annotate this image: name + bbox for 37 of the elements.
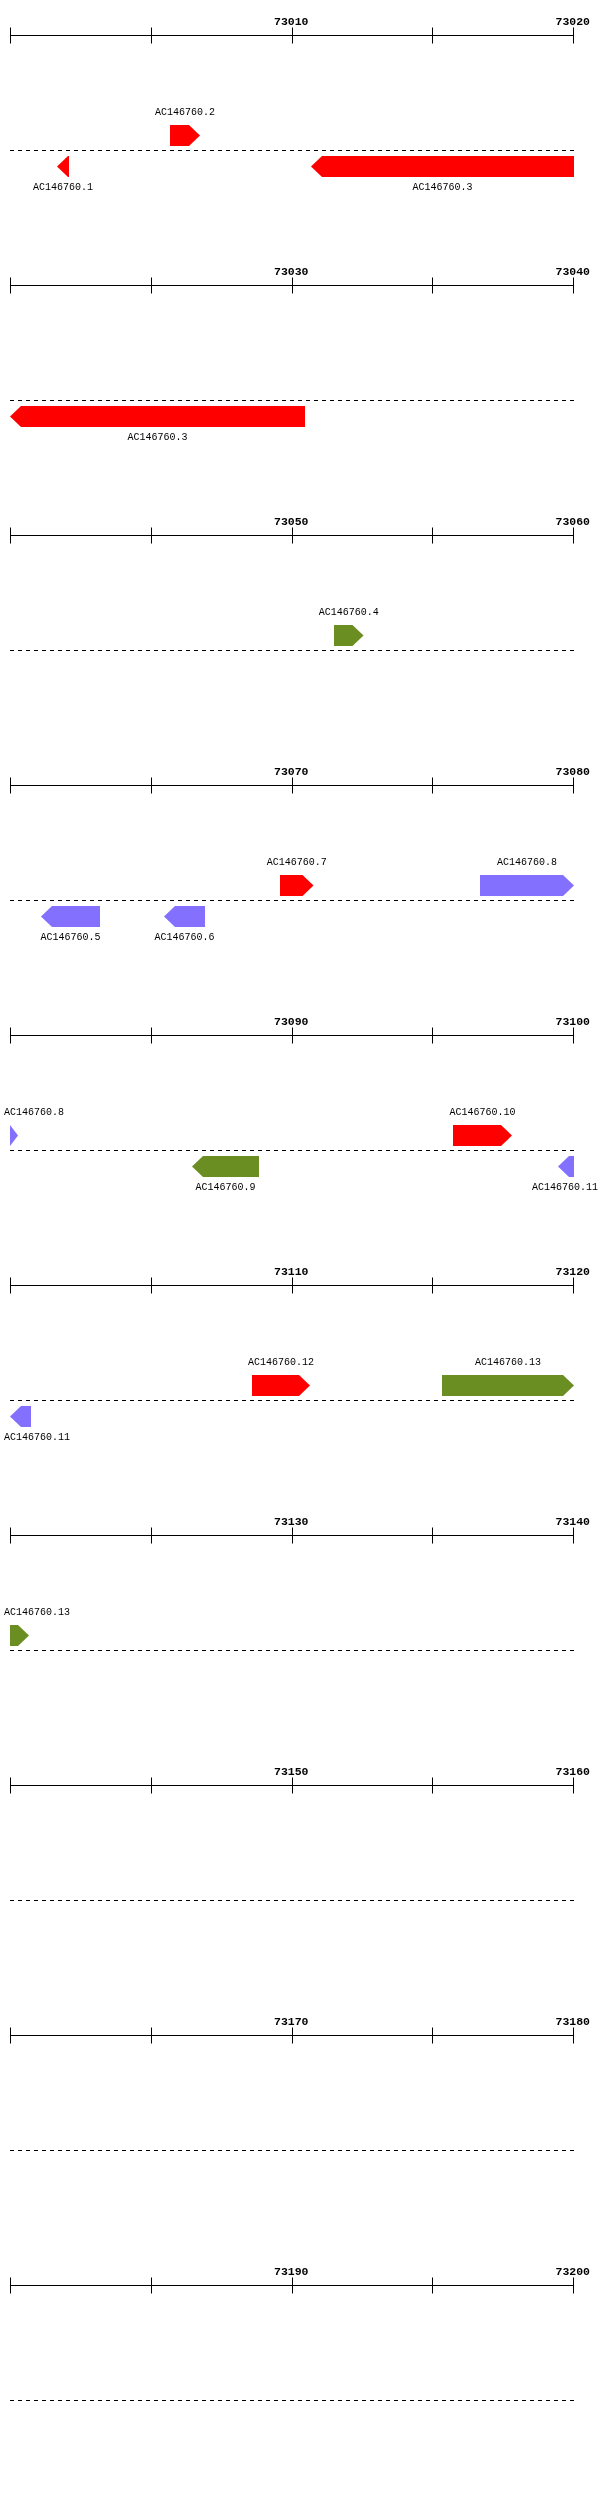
- gene-label: AC146760.12: [248, 1357, 314, 1369]
- scale-label: 73160: [555, 1766, 590, 1778]
- gene-label: AC146760.1: [33, 182, 93, 194]
- scale-label: 73080: [555, 766, 590, 778]
- scale-label: 73120: [555, 1266, 590, 1278]
- gene-label: AC146760.9: [195, 1182, 256, 1194]
- gene-label: AC146760.3: [127, 432, 188, 444]
- scale-label: 73090: [274, 1016, 309, 1028]
- scale-label: 73140: [555, 1516, 590, 1528]
- gene-label: AC146760.2: [155, 107, 215, 119]
- scale-label: 73050: [274, 516, 309, 528]
- scale-label: 73060: [555, 516, 590, 528]
- gene-label: AC146760.8: [497, 857, 557, 869]
- scale-label: 73150: [274, 1766, 309, 1778]
- gene-label: AC146760.5: [40, 932, 101, 944]
- gene-label: AC146760.8: [4, 1107, 64, 1119]
- scale-label: 73130: [274, 1516, 309, 1528]
- scale-label: 73110: [274, 1266, 309, 1278]
- scale-label: 73170: [274, 2016, 309, 2028]
- gene-label: AC146760.11: [4, 1432, 70, 1444]
- scale-label: 73020: [555, 16, 590, 28]
- gene-label: AC146760.13: [475, 1357, 541, 1369]
- scale-label: 73190: [274, 2266, 309, 2278]
- gene-label: AC146760.6: [154, 932, 215, 944]
- scale-label: 73070: [274, 766, 309, 778]
- gene-label: AC146760.11: [532, 1182, 598, 1194]
- scale-label: 73030: [274, 266, 309, 278]
- gene-label: AC146760.13: [4, 1607, 70, 1619]
- gene-label: AC146760.4: [318, 607, 379, 619]
- gene-label: AC146760.10: [449, 1107, 516, 1119]
- scale-label: 73100: [555, 1016, 590, 1028]
- scale-label: 73180: [555, 2016, 590, 2028]
- scale-label: 73200: [555, 2266, 590, 2278]
- gene-label: AC146760.3: [412, 182, 473, 194]
- scale-label: 73040: [555, 266, 590, 278]
- scale-label: 73010: [274, 16, 309, 28]
- gene-label: AC146760.7: [266, 857, 327, 869]
